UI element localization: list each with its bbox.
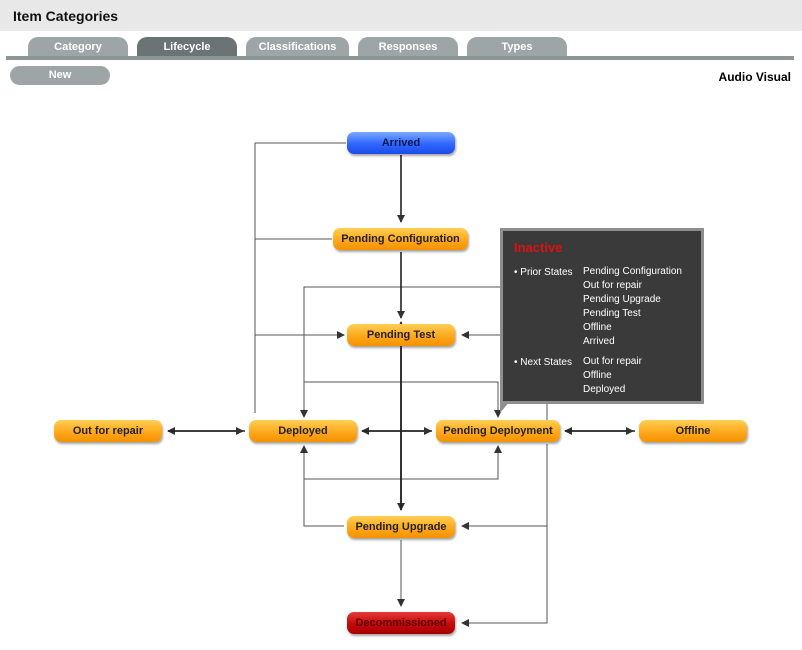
node-out-for-repair[interactable]: Out for repair [54, 420, 162, 442]
node-pending-configuration[interactable]: Pending Configuration [333, 228, 468, 250]
connector-upgrade-to-deployed [303, 479, 344, 527]
page-title: Item Categories [13, 8, 119, 24]
tab-bar-divider [6, 56, 794, 60]
connector-deployed-to-arrived [254, 142, 346, 413]
tab-category[interactable]: Category [28, 37, 128, 58]
new-button[interactable]: New [10, 66, 110, 85]
prior-state-item: Offline [583, 322, 612, 333]
next-state-item: Offline [583, 370, 612, 381]
category-name: Audio Visual [718, 70, 791, 84]
prior-state-item: Arrived [583, 336, 615, 347]
prior-state-item: Pending Configuration [583, 266, 682, 277]
prior-state-item: Pending Test [583, 308, 641, 319]
node-decommissioned[interactable]: Decommissioned [347, 612, 455, 634]
connector-pending-deployment-to-upgrade [461, 444, 548, 530]
tooltip-pointer [500, 401, 510, 413]
connector-pending-deployment-to-decommissioned [461, 526, 548, 627]
prior-states-list: Pending Configuration Out for repair Pen… [583, 265, 682, 349]
prior-states-label: • Prior States [514, 267, 573, 278]
tab-types[interactable]: Types [467, 37, 567, 58]
next-state-item: Deployed [583, 384, 626, 395]
tab-lifecycle[interactable]: Lifecycle [137, 37, 237, 58]
prior-state-item: Pending Upgrade [583, 294, 661, 305]
page-header: Item Categories [0, 0, 802, 31]
connector-pending-test-to-deployed [300, 286, 500, 418]
connector-to-pending-deployment [304, 381, 502, 418]
node-pending-deployment[interactable]: Pending Deployment [436, 420, 560, 442]
node-deployed[interactable]: Deployed [249, 420, 357, 442]
tab-classifications[interactable]: Classifications [246, 37, 349, 58]
next-states-label: • Next States [514, 357, 572, 368]
node-pending-test[interactable]: Pending Test [347, 324, 455, 346]
node-offline[interactable]: Offline [639, 420, 747, 442]
prior-state-item: Out for repair [583, 280, 642, 291]
tab-responses[interactable]: Responses [358, 37, 458, 58]
node-pending-upgrade[interactable]: Pending Upgrade [347, 516, 455, 538]
node-arrived[interactable]: Arrived [347, 132, 455, 154]
state-tooltip: Inactive • Prior States Pending Configur… [500, 228, 704, 404]
tooltip-title: Inactive [514, 240, 563, 255]
next-states-list: Out for repair Offline Deployed [583, 355, 642, 397]
next-state-item: Out for repair [583, 356, 642, 367]
